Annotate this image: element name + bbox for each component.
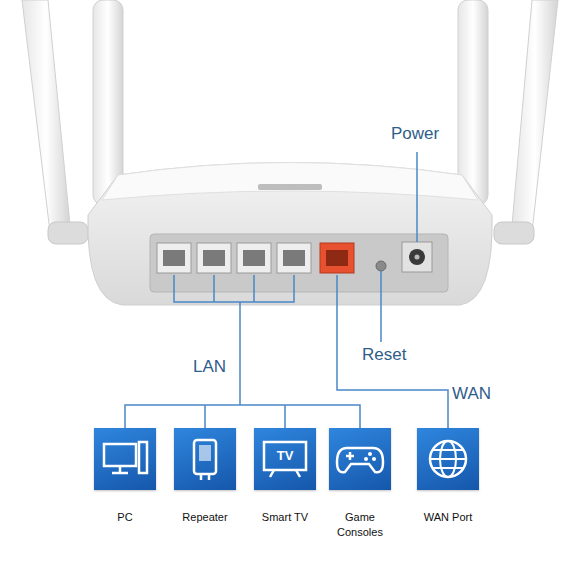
wan-line xyxy=(337,275,448,428)
device-node: Repeater xyxy=(165,428,245,525)
device-label: Game Consoles xyxy=(327,510,393,540)
device-icon-tile xyxy=(94,428,156,490)
power-jack xyxy=(402,242,432,272)
lan-line xyxy=(125,302,360,428)
device-icon-tile xyxy=(329,428,391,490)
device-icon-tile xyxy=(417,428,479,490)
callout-label: Reset xyxy=(362,345,406,365)
reset-line xyxy=(380,271,382,342)
device-label: Repeater xyxy=(172,510,238,525)
router-body xyxy=(88,163,492,306)
device-label: WAN Port xyxy=(415,510,481,525)
device-node: Game Consoles xyxy=(320,428,400,540)
wan-port xyxy=(320,243,354,273)
reset-button xyxy=(376,261,386,271)
device-icon xyxy=(94,428,156,490)
callout-label: LAN xyxy=(193,357,226,377)
leader-lines xyxy=(125,152,448,428)
device-label: PC xyxy=(92,510,158,525)
device-icon xyxy=(329,428,391,490)
lan-ports xyxy=(157,243,311,273)
callout-label: WAN xyxy=(452,384,491,404)
power-line xyxy=(416,152,418,242)
lan-bracket xyxy=(174,275,294,302)
tv-icon-text: TV xyxy=(254,448,316,464)
device-icon xyxy=(417,428,479,490)
device-node: WAN Port xyxy=(408,428,488,525)
device-node: PC xyxy=(85,428,165,525)
device-label: Smart TV xyxy=(252,510,318,525)
device-icon-tile xyxy=(174,428,236,490)
device-node: TV Smart TV xyxy=(245,428,325,525)
device-icon xyxy=(174,428,236,490)
device-icon-tile: TV xyxy=(254,428,316,490)
callout-label: Power xyxy=(391,124,439,144)
